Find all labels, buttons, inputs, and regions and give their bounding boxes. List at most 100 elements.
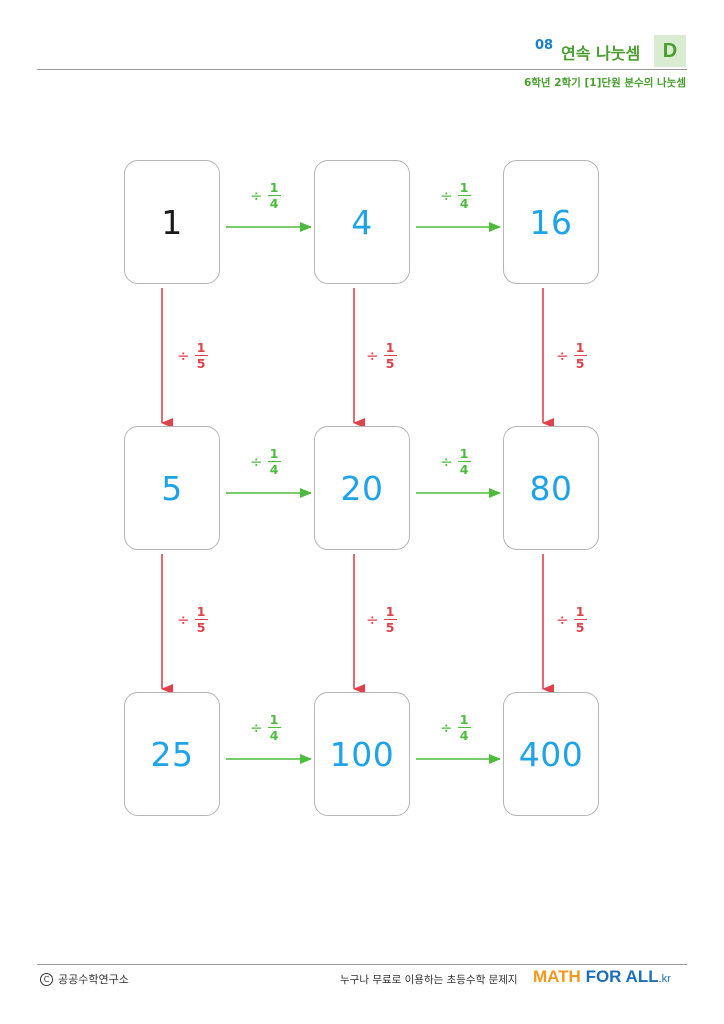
brand-for-all: FOR ALL [580, 967, 659, 986]
brand-logo: MATH FOR ALL.kr [533, 967, 671, 987]
worksheet-title: 연속 나눗셈 [561, 44, 641, 63]
worksheet-number: 08 [535, 38, 554, 53]
copyright-icon: C [40, 972, 53, 986]
fraction: 1 5 [383, 604, 397, 636]
cell-r2-c3: 80 [503, 426, 599, 550]
fraction-bar [194, 619, 208, 621]
fraction-bar [457, 727, 471, 729]
brand-math: MATH [533, 967, 581, 986]
header-divider [37, 69, 687, 70]
fraction: 1 4 [457, 712, 471, 744]
fraction-bar [383, 619, 397, 621]
fraction-bar [194, 355, 208, 357]
numerator: 1 [575, 340, 585, 355]
numerator: 1 [385, 340, 395, 355]
cell-value: 100 [329, 734, 395, 774]
denominator: 5 [196, 620, 206, 636]
denominator: 5 [385, 620, 395, 636]
denominator: 5 [575, 620, 585, 636]
divide-sign: ÷ [250, 452, 263, 471]
cell-r1-c1: 1 [124, 160, 220, 284]
fraction-bar [267, 727, 281, 729]
level-badge: D [654, 35, 686, 67]
divide-sign: ÷ [440, 186, 453, 205]
cell-r2-c1: 5 [124, 426, 220, 550]
denominator: 5 [385, 356, 395, 372]
fraction: 1 5 [573, 340, 587, 372]
denominator: 4 [269, 462, 279, 478]
divide-sign: ÷ [440, 718, 453, 737]
denominator: 5 [196, 356, 206, 372]
op-h-r1-c2: ÷ 1 4 [440, 180, 471, 211]
fraction-bar [383, 355, 397, 357]
cell-r3-c1: 25 [124, 692, 220, 816]
fraction: 1 4 [457, 180, 471, 212]
op-v-r2-c1: ÷ 1 5 [177, 604, 208, 635]
fraction-bar [457, 461, 471, 463]
divide-sign: ÷ [556, 610, 569, 629]
fraction: 1 5 [383, 340, 397, 372]
numerator: 1 [459, 712, 469, 727]
numerator: 1 [196, 604, 206, 619]
divide-sign: ÷ [556, 346, 569, 365]
fraction-bar [573, 355, 587, 357]
op-h-r3-c2: ÷ 1 4 [440, 712, 471, 743]
cell-value: 20 [340, 468, 384, 508]
denominator: 5 [575, 356, 585, 372]
op-v-r1-c2: ÷ 1 5 [366, 340, 397, 371]
fraction: 1 4 [267, 446, 281, 478]
divide-sign: ÷ [366, 610, 379, 629]
cell-value: 80 [529, 468, 573, 508]
denominator: 4 [269, 196, 279, 212]
numerator: 1 [385, 604, 395, 619]
divide-sign: ÷ [440, 452, 453, 471]
cell-value: 1 [161, 202, 183, 242]
cell-r2-c2: 20 [314, 426, 410, 550]
fraction: 1 5 [573, 604, 587, 636]
numerator: 1 [269, 446, 279, 461]
divide-sign: ÷ [250, 718, 263, 737]
fraction-bar [267, 195, 281, 197]
fraction-bar [457, 195, 471, 197]
numerator: 1 [196, 340, 206, 355]
numerator: 1 [269, 180, 279, 195]
denominator: 4 [269, 728, 279, 744]
fraction: 1 5 [194, 604, 208, 636]
op-h-r2-c2: ÷ 1 4 [440, 446, 471, 477]
op-v-r1-c1: ÷ 1 5 [177, 340, 208, 371]
op-v-r2-c2: ÷ 1 5 [366, 604, 397, 635]
fraction: 1 5 [194, 340, 208, 372]
op-v-r1-c3: ÷ 1 5 [556, 340, 587, 371]
cell-value: 400 [518, 734, 584, 774]
cell-value: 4 [351, 202, 373, 242]
copyright-text: 공공수학연구소 [58, 973, 129, 986]
cell-r3-c3: 400 [503, 692, 599, 816]
footer-tagline: 누구나 무료로 이용하는 초등수학 문제지 [340, 974, 518, 986]
cell-r1-c3: 16 [503, 160, 599, 284]
numerator: 1 [575, 604, 585, 619]
divide-sign: ÷ [177, 610, 190, 629]
worksheet-subtitle: 6학년 2학기 [1]단원 분수의 나눗셈 [523, 77, 686, 89]
cell-r3-c2: 100 [314, 692, 410, 816]
denominator: 4 [459, 196, 469, 212]
denominator: 4 [459, 728, 469, 744]
op-h-r3-c1: ÷ 1 4 [250, 712, 281, 743]
divide-sign: ÷ [250, 186, 263, 205]
cell-value: 25 [150, 734, 194, 774]
fraction-bar [267, 461, 281, 463]
op-h-r2-c1: ÷ 1 4 [250, 446, 281, 477]
denominator: 4 [459, 462, 469, 478]
footer-divider [37, 964, 687, 965]
numerator: 1 [459, 180, 469, 195]
fraction: 1 4 [267, 712, 281, 744]
op-h-r1-c1: ÷ 1 4 [250, 180, 281, 211]
cell-value: 16 [529, 202, 573, 242]
cell-r1-c2: 4 [314, 160, 410, 284]
numerator: 1 [459, 446, 469, 461]
fraction-bar [573, 619, 587, 621]
op-v-r2-c3: ÷ 1 5 [556, 604, 587, 635]
cell-value: 5 [161, 468, 183, 508]
divide-sign: ÷ [366, 346, 379, 365]
copyright: C 공공수학연구소 [40, 971, 129, 987]
